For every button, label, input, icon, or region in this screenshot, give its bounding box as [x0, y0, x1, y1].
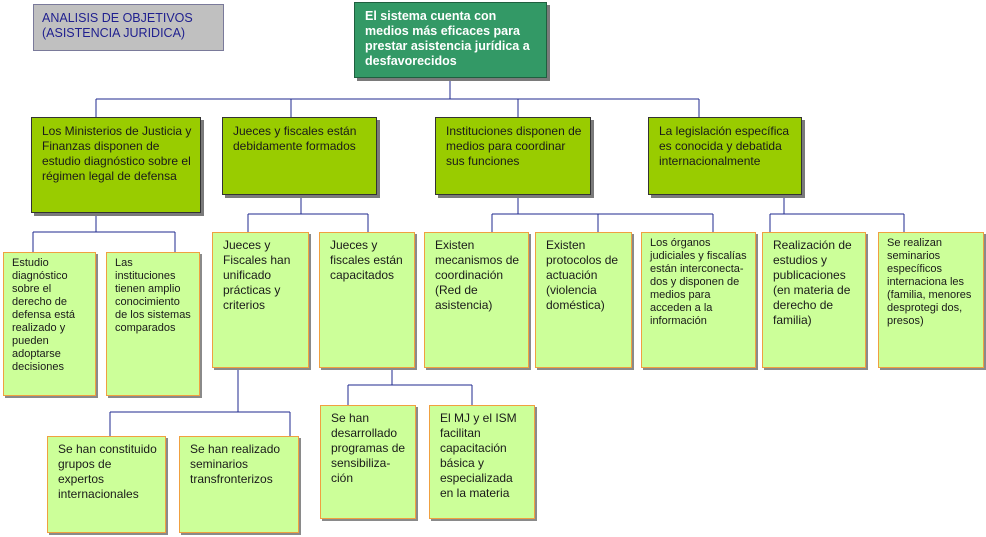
result-estudio-diagnostico: Estudio diagnóstico sobre el derecho de …: [3, 252, 96, 396]
result-conocimiento-comparado: Las instituciones tienen amplio conocimi…: [106, 252, 200, 396]
activity-seminarios-transfronterizos: Se han realizado seminarios transfronter…: [179, 436, 299, 533]
result-protocolos-actuacion: Existen protocolos de actuación (violenc…: [535, 232, 632, 368]
root-objective: El sistema cuenta con medios más eficace…: [354, 2, 547, 78]
activity-grupos-expertos: Se han constituido grupos de expertos in…: [47, 436, 166, 533]
result-estudios-publicaciones: Realización de estudios y publicaciones …: [762, 232, 866, 368]
result-practicas-unificadas: Jueces y Fiscales han unificado práctica…: [212, 232, 309, 368]
result-organos-interconectados: Los órganos judiciales y fiscalías están…: [641, 232, 756, 368]
result-seminarios-internacionales: Se realizan seminarios específicos inter…: [878, 232, 984, 368]
objective-legislacion: La legislación específica es conocida y …: [648, 117, 802, 195]
result-mecanismos-coordinacion: Existen mecanismos de coordinación (Red …: [424, 232, 529, 368]
result-jueces-capacitados: Jueces y fiscales están capacitados: [319, 232, 415, 368]
activity-capacitacion-mj-ism: El MJ y el ISM facilitan capacitación bá…: [429, 405, 535, 519]
activity-programas-sensibilizacion: Se han desarrollado programas de sensibi…: [320, 405, 416, 519]
objective-instituciones-coordinar: Instituciones disponen de medios para co…: [435, 117, 591, 195]
objective-jueces-formados: Jueces y fiscales están debidamente form…: [222, 117, 377, 195]
objective-ministerios: Los Ministerios de Justicia y Finanzas d…: [31, 117, 201, 213]
diagram-title: ANALISIS DE OBJETIVOS (ASISTENCIA JURIDI…: [33, 4, 224, 51]
